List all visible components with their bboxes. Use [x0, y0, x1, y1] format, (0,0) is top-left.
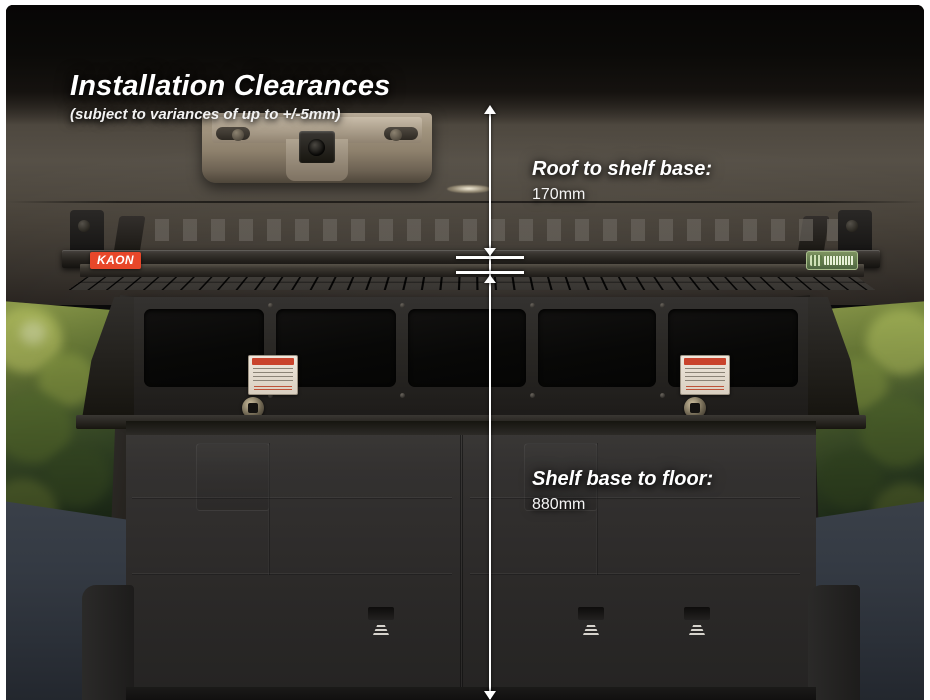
- callout-heading: Roof to shelf base:: [532, 158, 713, 180]
- shelf-slot-pattern: [148, 219, 838, 241]
- barrier-latch-knob-right[interactable]: [684, 397, 706, 419]
- barrier-cutout: [538, 309, 656, 387]
- seat-groove: [596, 443, 598, 575]
- cargo-floor: [126, 687, 816, 700]
- roof-shelf: KAON: [62, 210, 880, 291]
- product-photo: KAON: [6, 5, 924, 700]
- child-seat-anchor-left: [366, 607, 396, 635]
- child-seat-anchor-center: [576, 607, 606, 635]
- seat-groove: [470, 573, 800, 575]
- barrier-bolt: [268, 393, 273, 398]
- barrier-bolt: [530, 393, 535, 398]
- child-seat-icon: [373, 622, 389, 635]
- barrier-bolt: [660, 393, 665, 398]
- barrier-latch-knob-left[interactable]: [242, 397, 264, 419]
- kaon-logo-badge: KAON: [90, 252, 141, 269]
- seat-bolster-right: [808, 585, 860, 700]
- dimension-tick-shelf-upper: [456, 256, 524, 259]
- dimension-arrow-mid-up: [484, 275, 496, 283]
- dome-light: [447, 185, 491, 193]
- page-subtitle: (subject to variances of up to +/-5mm): [70, 106, 341, 123]
- shelf-front-rail: [62, 250, 880, 268]
- notice-label-left: [248, 355, 298, 395]
- headliner-seam: [6, 201, 924, 203]
- dimension-line: [489, 111, 491, 699]
- seat-groove: [132, 573, 452, 575]
- notice-label-header: [252, 358, 294, 365]
- callout-shelf-to-floor: Shelf base to floor: 880mm: [532, 467, 713, 514]
- dimension-tick-shelf-lower: [456, 271, 524, 274]
- child-seat-icon: [583, 622, 599, 635]
- dimension-arrow-bottom: [484, 691, 496, 700]
- callout-value: 880mm: [532, 496, 586, 513]
- barrier-bolt: [400, 393, 405, 398]
- child-seat-icon: [689, 622, 705, 635]
- child-seat-anchor-right: [682, 607, 712, 635]
- seat-split-seam: [460, 435, 463, 700]
- seat-groove: [132, 497, 452, 499]
- callout-roof-to-shelf: Roof to shelf base: 170mm: [532, 157, 712, 204]
- callout-value: 170mm: [532, 186, 586, 203]
- cargo-barrier: [76, 297, 866, 429]
- notice-label-footer: [254, 386, 292, 391]
- australian-made-text: [824, 256, 854, 265]
- shelf-front-lip: [80, 264, 864, 277]
- seat-panel: [524, 443, 598, 511]
- page-title: Installation Clearances: [70, 70, 391, 102]
- roof-console: [202, 113, 432, 183]
- seat-groove: [470, 497, 800, 499]
- barrier-bolt: [530, 303, 535, 308]
- console-bolt-right: [390, 129, 402, 141]
- anchor-slot: [684, 607, 710, 620]
- dimension-arrow-mid-down: [484, 248, 496, 256]
- australia-map-icon: [810, 255, 822, 266]
- barrier-cutout: [144, 309, 264, 387]
- barrier-cutout: [408, 309, 526, 387]
- notice-label-body: [253, 368, 293, 384]
- camera-housing: [299, 131, 335, 163]
- barrier-bolt: [660, 303, 665, 308]
- camera-lens-icon: [308, 139, 325, 156]
- notice-label-footer: [686, 386, 724, 391]
- barrier-bolt: [400, 303, 405, 308]
- australian-made-badge: [806, 251, 858, 270]
- barrier-bolt: [268, 303, 273, 308]
- anchor-slot: [368, 607, 394, 620]
- notice-label-header: [684, 358, 726, 365]
- notice-label-body: [685, 368, 725, 384]
- console-bolt-left: [232, 129, 244, 141]
- kaon-logo-text: KAON: [97, 253, 134, 267]
- seat-groove: [268, 443, 270, 575]
- dimension-arrow-top: [484, 105, 496, 114]
- callout-heading: Shelf base to floor:: [532, 468, 714, 490]
- roof-shadow-band: [6, 5, 924, 125]
- anchor-slot: [578, 607, 604, 620]
- seat-panel: [196, 443, 270, 511]
- seat-top-rail: [126, 421, 816, 435]
- rear-seat-back-wall: [82, 421, 860, 700]
- seat-bolster-left: [82, 585, 134, 700]
- notice-label-right: [680, 355, 730, 395]
